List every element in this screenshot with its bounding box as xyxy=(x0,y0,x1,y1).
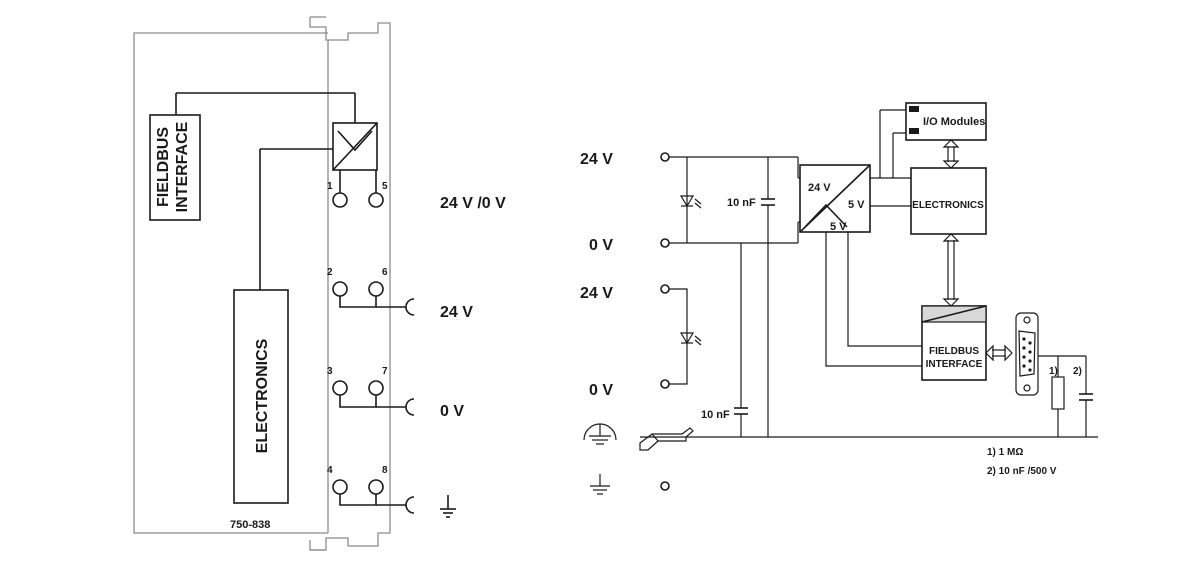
r-label-24v-bottom: 24 V xyxy=(580,285,613,302)
dsub-connector-icon xyxy=(1015,312,1039,396)
io-modules-box: I/O Modules xyxy=(905,102,987,141)
electronics-label: ELECTRONICS xyxy=(254,338,271,453)
led-icon-top xyxy=(679,195,702,209)
arrow-fieldbus-connector xyxy=(985,344,1013,362)
r-label-0v-top: 0 V xyxy=(589,237,613,254)
pin-1-label: 1 xyxy=(327,181,333,192)
fieldbus-interface-box: FIELDBUS INTERFACE xyxy=(149,114,201,221)
label-24v: 24 V xyxy=(440,304,473,321)
converter-in-label: 24 V xyxy=(808,182,831,194)
converter-out-b-label: 5 V xyxy=(830,221,847,233)
terminal-row-4: 4 8 xyxy=(327,465,456,518)
terminal-6 xyxy=(368,281,384,297)
r-label-24v-top: 24 V xyxy=(580,151,613,168)
terminal-8 xyxy=(368,479,384,495)
supply-label: 24 V /0 V xyxy=(440,195,506,212)
bus-arrows xyxy=(942,139,1013,362)
terminal-row-2: 2 6 24 V xyxy=(327,267,473,321)
terminal-4 xyxy=(332,479,348,495)
electronics-box: ELECTRONICS xyxy=(233,289,289,504)
terminal-0v-bottom xyxy=(660,379,670,389)
protective-earth-icon xyxy=(583,423,617,445)
terminal-row-3: 3 7 0 V xyxy=(327,366,464,420)
ref1-label: 1) xyxy=(1049,366,1058,377)
upper-supply-circuit: 10 nF xyxy=(660,152,799,437)
converter-wiring xyxy=(825,109,922,367)
ground-bus: 10 nF xyxy=(640,243,1098,438)
terminal-7 xyxy=(368,380,384,396)
arrow-electronics-fieldbus xyxy=(942,233,960,307)
terminal-5 xyxy=(368,192,384,208)
io-modules-label: I/O Modules xyxy=(923,116,985,128)
part-number: 750-838 xyxy=(230,519,270,531)
terminal-24v-top xyxy=(660,152,670,162)
r-fieldbus-label-line1: FIELDBUS xyxy=(929,346,979,357)
converter-out-a-label: 5 V xyxy=(848,199,865,211)
lower-supply-circuit xyxy=(660,284,702,491)
r-fieldbus-label-line2: INTERFACE xyxy=(926,359,983,370)
capacitor-icon-top xyxy=(761,198,775,206)
left-converter-symbol xyxy=(175,92,378,290)
module-housing xyxy=(133,16,391,551)
pin-4-label: 4 xyxy=(327,465,333,476)
din-rail-icon xyxy=(639,427,694,451)
pin-3-label: 3 xyxy=(327,366,333,377)
shield-termination: 1) 2) xyxy=(1038,355,1093,437)
note-1: 1) 1 MΩ xyxy=(987,447,1023,458)
terminal-0v-top xyxy=(660,238,670,248)
terminal-24v-bottom xyxy=(660,284,670,294)
fieldbus-interface-block: FIELDBUS INTERFACE xyxy=(921,305,987,381)
terminal-ground xyxy=(660,481,670,491)
ref2-label: 2) xyxy=(1073,366,1082,377)
pin-7-label: 7 xyxy=(382,366,388,377)
ground-icon xyxy=(440,495,456,518)
pin-8-label: 8 xyxy=(382,465,388,476)
terminal-1 xyxy=(332,192,348,208)
capacitor-icon-bottom xyxy=(734,407,748,415)
label-0v: 0 V xyxy=(440,403,464,420)
electronics-block: ELECTRONICS xyxy=(910,167,987,235)
terminal-3 xyxy=(332,380,348,396)
pin-5-label: 5 xyxy=(382,181,388,192)
cap1-label: 10 nF xyxy=(727,197,756,209)
led-icon-bottom xyxy=(679,332,702,346)
ground-icon-right xyxy=(590,474,610,495)
cap2-label: 10 nF xyxy=(701,409,730,421)
resistor-icon xyxy=(1051,376,1065,410)
arrow-io-electronics xyxy=(942,139,960,169)
dc-converter-block: 24 V 5 V 5 V xyxy=(798,164,871,233)
capacitor-icon-shield xyxy=(1079,393,1093,401)
terminal-2 xyxy=(332,281,348,297)
fieldbus-label-line2: INTERFACE xyxy=(174,121,191,212)
r-label-0v-bottom: 0 V xyxy=(589,382,613,399)
pin-2-label: 2 xyxy=(327,267,333,278)
pin-6-label: 6 xyxy=(382,267,388,278)
fieldbus-label-line1: FIELDBUS xyxy=(155,127,172,207)
supply-labels: 24 V 0 V 24 V 0 V xyxy=(580,151,613,399)
r-electronics-label: ELECTRONICS xyxy=(912,200,984,211)
note-2: 2) 10 nF /500 V xyxy=(987,466,1057,477)
terminal-row-1: 1 5 24 V /0 V xyxy=(327,181,506,212)
